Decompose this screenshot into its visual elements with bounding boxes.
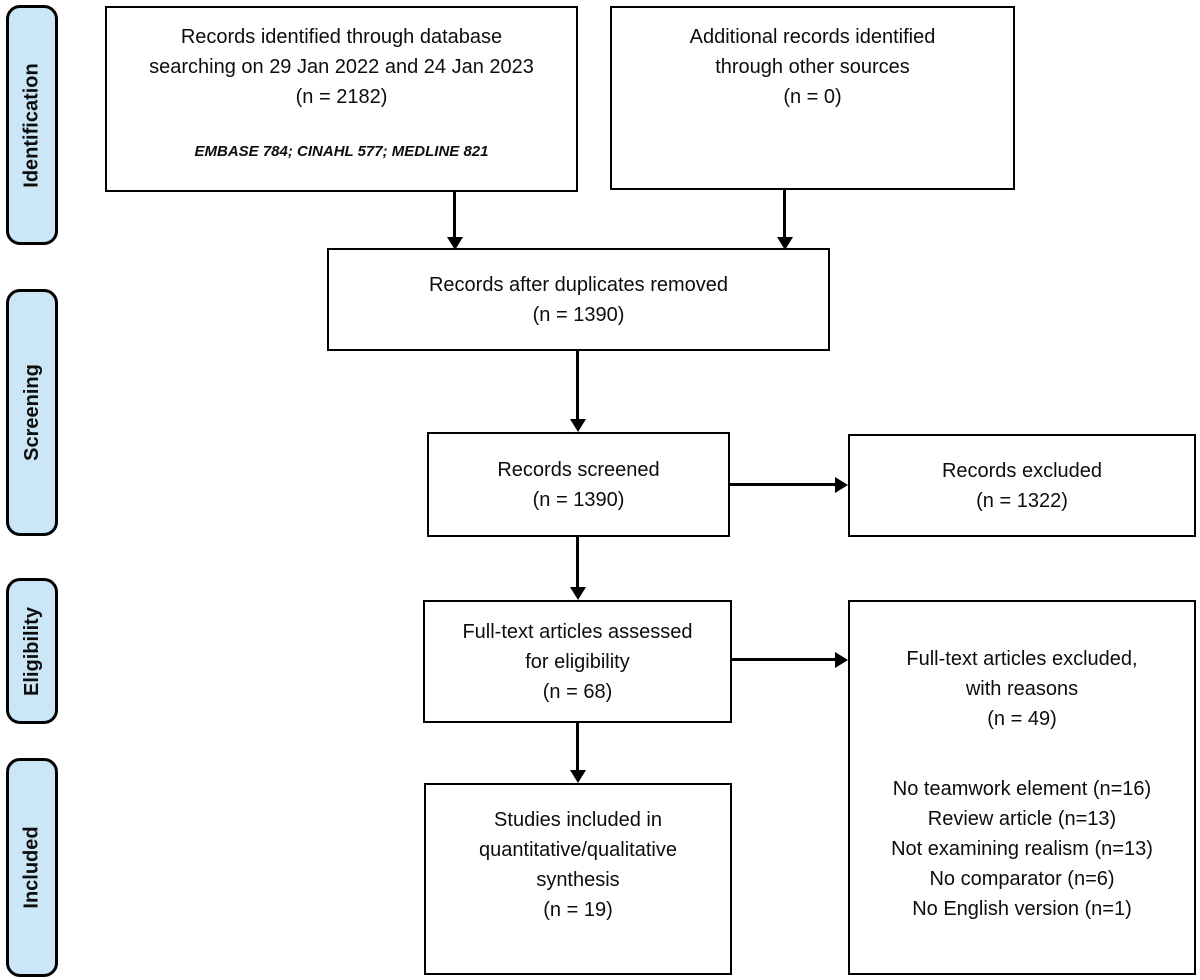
records-identified-text: Records identified through database sear…	[149, 26, 534, 108]
stage-eligibility: Eligibility	[6, 578, 58, 724]
arrowhead-additional-to-deduplicated	[777, 237, 793, 250]
box-fulltext-assessed: Full-text articles assessed for eligibil…	[423, 600, 732, 723]
box-studies-included: Studies included in quantitative/qualita…	[424, 783, 732, 975]
records-excluded-text: Records excluded (n = 1322)	[941, 459, 1103, 512]
arrowhead-deduplicated-to-screened	[570, 419, 586, 432]
box-duplicates-removed: Records after duplicates removed (n = 13…	[327, 248, 830, 351]
box-records-identified: Records identified through database sear…	[105, 6, 578, 192]
fulltext-assessed-text: Full-text articles assessed for eligibil…	[462, 620, 693, 703]
stage-screening-label: Screening	[20, 364, 43, 461]
stage-identification-label: Identification	[20, 62, 43, 188]
stage-screening: Screening	[6, 289, 58, 536]
stage-included-label: Included	[20, 826, 43, 909]
arrowhead-fulltext-to-included	[570, 770, 586, 783]
arrow-additional-to-deduplicated	[783, 190, 786, 238]
arrowhead-fulltext-to-fulltext-excluded	[835, 652, 848, 668]
additional-records-text: Additional records identified through ot…	[689, 26, 936, 108]
box-fulltext-excluded: Full-text articles excluded, with reason…	[848, 600, 1196, 975]
fulltext-excluded-header: Full-text articles excluded, with reason…	[906, 648, 1138, 730]
box-additional-records: Additional records identified through ot…	[610, 6, 1015, 190]
arrow-fulltext-to-included	[576, 723, 579, 771]
arrow-identified-to-deduplicated	[453, 192, 456, 238]
arrowhead-screened-to-excluded	[835, 477, 848, 493]
arrowhead-screened-to-fulltext	[570, 587, 586, 600]
box-records-excluded: Records excluded (n = 1322)	[848, 434, 1196, 537]
arrow-screened-to-excluded	[730, 483, 836, 486]
stage-included: Included	[6, 758, 58, 977]
records-identified-sources: EMBASE 784; CINAHL 577; MEDLINE 821	[194, 143, 489, 160]
box-records-screened: Records screened (n = 1390)	[427, 432, 730, 537]
studies-included-text: Studies included in quantitative/qualita…	[479, 809, 677, 921]
arrow-deduplicated-to-screened	[576, 351, 579, 420]
arrow-screened-to-fulltext	[576, 537, 579, 588]
arrowhead-identified-to-deduplicated	[447, 237, 463, 250]
stage-eligibility-label: Eligibility	[20, 606, 43, 696]
stage-identification: Identification	[6, 5, 58, 245]
fulltext-excluded-reasons: No teamwork element (n=16) Review articl…	[891, 778, 1153, 920]
duplicates-removed-text: Records after duplicates removed (n = 13…	[428, 273, 729, 326]
records-screened-text: Records screened (n = 1390)	[497, 458, 660, 511]
arrow-fulltext-to-fulltext-excluded	[732, 658, 836, 661]
